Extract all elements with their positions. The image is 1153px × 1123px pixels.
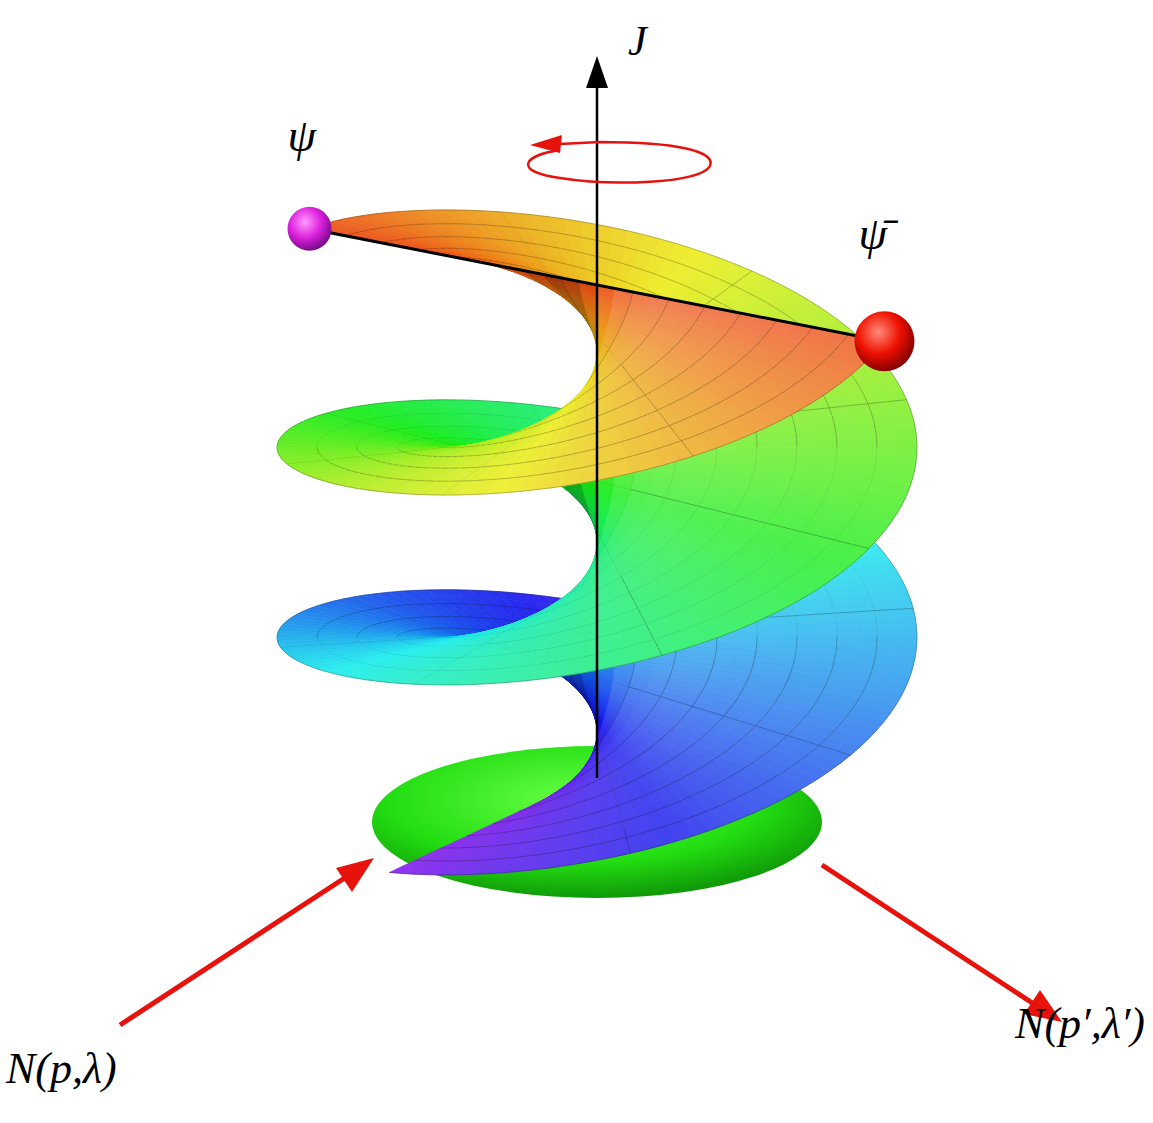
- mesh-line: [414, 604, 425, 605]
- mesh-line: [413, 590, 427, 591]
- mesh-line: [460, 604, 473, 605]
- mesh-line: [414, 210, 428, 211]
- surface-patch: [891, 599, 914, 610]
- mesh-line: [414, 224, 425, 225]
- mesh-line: [414, 400, 428, 401]
- mesh-line: [414, 617, 422, 618]
